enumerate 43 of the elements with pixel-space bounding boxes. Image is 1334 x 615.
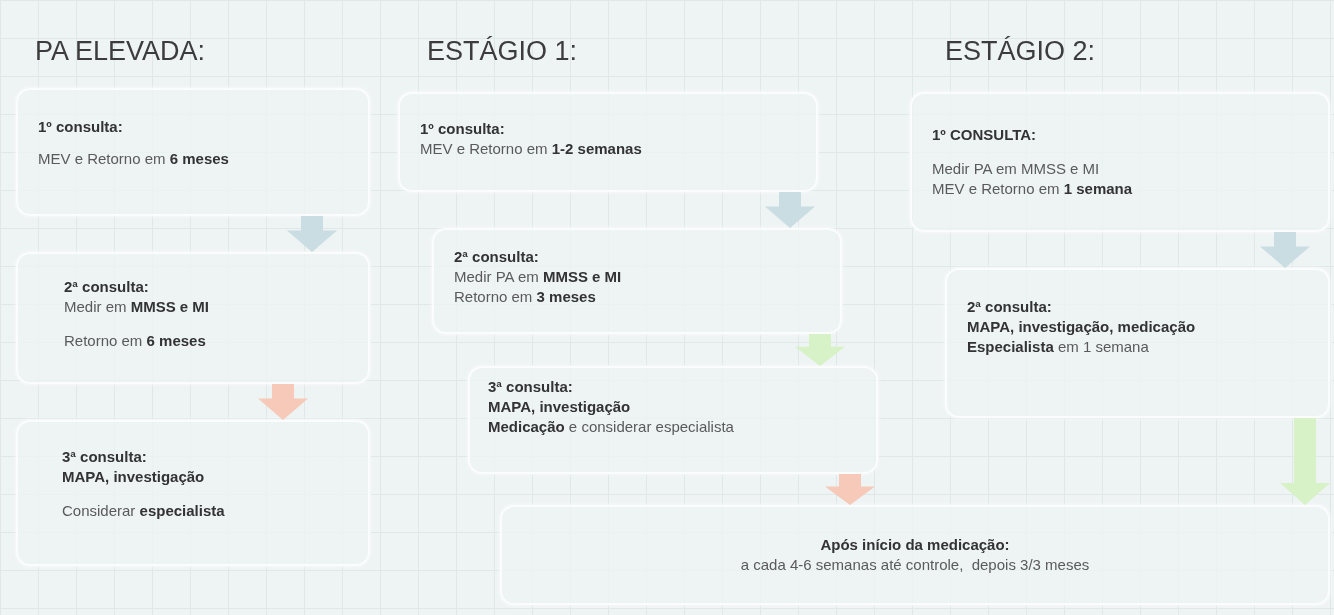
card-text: Retorno em 6 meses bbox=[64, 330, 207, 350]
block-arrow bbox=[258, 384, 308, 420]
card-heading: 1º consulta: bbox=[38, 118, 124, 135]
card-text: a cada 4-6 semanas até controle, depois 3/3 meses bbox=[739, 554, 1091, 575]
card-text: Medir PA em MMSS e MI bbox=[454, 267, 623, 287]
card-text: MEV e Retorno em 6 meses bbox=[38, 149, 230, 169]
card-heading: 1º CONSULTA: bbox=[932, 126, 1038, 143]
card-text: MAPA, investigação bbox=[488, 397, 632, 417]
card-text: Considerar especialista bbox=[62, 500, 226, 520]
stage-heading: PA ELEVADA: bbox=[35, 36, 206, 67]
consultation-card bbox=[16, 420, 370, 566]
card-text: Medir em MMSS e MI bbox=[64, 297, 211, 317]
card-text: MEV e Retorno em 1 semana bbox=[932, 178, 1134, 198]
card-heading: Após início da medicação: bbox=[819, 535, 1011, 553]
card-heading: 2ª consulta: bbox=[967, 298, 1053, 315]
consultation-card bbox=[500, 505, 1330, 605]
card-text: Especialista em 1 semana bbox=[967, 336, 1150, 356]
card-text: Medicação e considerar especialista bbox=[488, 416, 735, 436]
stage-heading: ESTÁGIO 2: bbox=[945, 36, 1096, 67]
stage-heading: ESTÁGIO 1: bbox=[427, 36, 578, 67]
card-text: Retorno em 3 meses bbox=[454, 286, 597, 306]
card-heading: 3ª consulta: bbox=[488, 378, 574, 395]
card-heading: 3ª consulta: bbox=[62, 448, 148, 465]
block-arrow bbox=[795, 334, 845, 366]
card-text: Medir PA em MMSS e MI bbox=[932, 159, 1101, 179]
consultation-card bbox=[910, 92, 1330, 232]
card-text: MAPA, investigação bbox=[62, 467, 206, 487]
block-arrow bbox=[287, 216, 337, 252]
consultation-card bbox=[398, 92, 818, 192]
card-text: MEV e Retorno em 1-2 semanas bbox=[420, 139, 643, 159]
consultation-card bbox=[16, 252, 370, 384]
card-heading: 2ª consulta: bbox=[454, 248, 540, 265]
block-arrow bbox=[765, 192, 815, 228]
block-arrow bbox=[1260, 232, 1310, 268]
card-heading: 2ª consulta: bbox=[64, 278, 150, 295]
consultation-card bbox=[945, 268, 1330, 418]
block-arrow bbox=[825, 474, 875, 505]
consultation-card bbox=[432, 228, 842, 334]
card-text: MAPA, investigação, medicação bbox=[967, 317, 1197, 337]
block-arrow bbox=[1280, 418, 1330, 505]
consultation-card bbox=[16, 88, 370, 216]
card-heading: 1º consulta: bbox=[420, 120, 506, 137]
consultation-card bbox=[468, 366, 878, 474]
